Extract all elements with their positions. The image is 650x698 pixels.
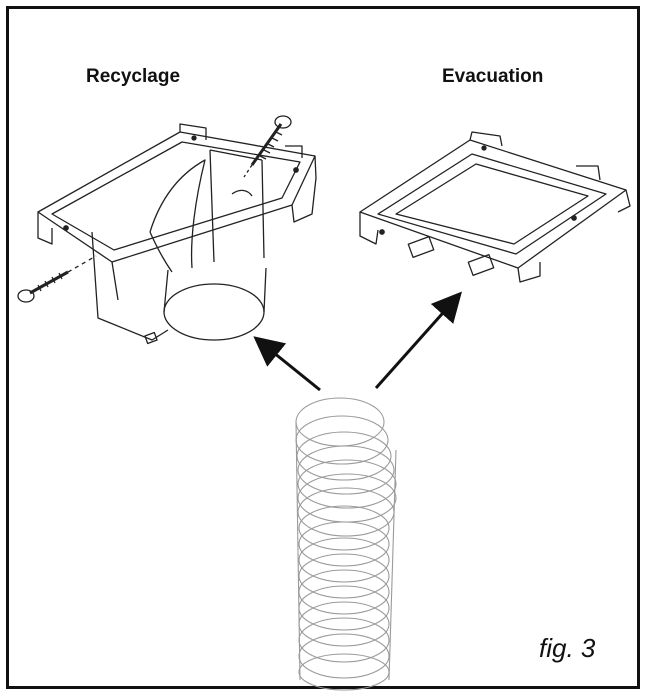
screw-icon	[243, 115, 292, 178]
evacuation-label: Evacuation	[442, 66, 544, 87]
flexible-hose	[295, 397, 397, 691]
figure-number: fig. 3	[539, 633, 596, 663]
recyclage-adapter-bracket	[37, 123, 317, 345]
recyclage-label: Recyclage	[86, 66, 181, 87]
screw-icon	[17, 255, 97, 303]
arrow-icon	[374, 291, 462, 389]
evacuation-bracket	[359, 131, 631, 283]
figure-frame	[6, 6, 640, 689]
arrow-icon	[253, 336, 321, 392]
